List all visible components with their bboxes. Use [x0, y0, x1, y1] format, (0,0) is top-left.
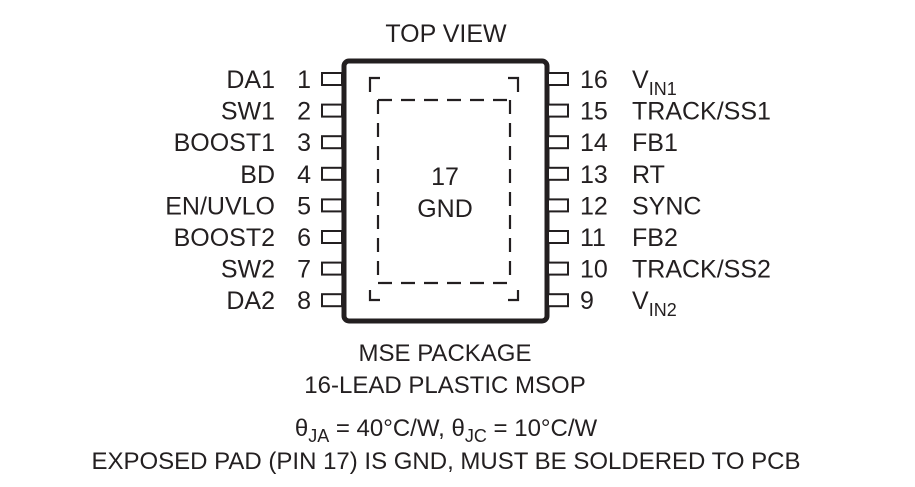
theta-ja-symbol: θ [295, 415, 308, 442]
pin-14-lead [547, 135, 569, 150]
theta-jc-subscript: JC [465, 426, 487, 446]
pin-8-number: 8 [297, 287, 311, 315]
pin-8: 8 DA2 [226, 287, 343, 315]
pin-13: 13 RT [547, 161, 665, 189]
pin-5-lead [321, 198, 343, 213]
pin-6-lead [321, 230, 343, 244]
pin-6: 6 BOOST2 [174, 224, 343, 252]
pin-1-lead [321, 72, 343, 86]
pin-4-lead [321, 166, 343, 181]
pin-3-lead [321, 135, 343, 150]
pin-11-number: 11 [580, 224, 606, 252]
exposed-pad-corners [368, 76, 520, 302]
right-pin-group: 16 VIN1 15 TRACK/SS1 14 FB1 13 RT 12 SYNC 11 FB2 10 T… [547, 66, 771, 320]
pin-2-number: 2 [297, 98, 311, 126]
pin-9-name: VIN2 [632, 287, 677, 320]
pin-16-lead [547, 72, 569, 86]
pin-5-number: 5 [297, 192, 311, 220]
pin-4-number: 4 [297, 161, 311, 189]
pin-15: 15 TRACK/SS1 [547, 98, 771, 126]
package-body [341, 58, 550, 324]
pin-1: 1 DA1 [226, 66, 343, 94]
pin-15-name: TRACK/SS1 [632, 98, 771, 126]
exposed-pad-number: 17 [431, 163, 459, 191]
pin-16-number: 16 [580, 66, 608, 94]
pin-13-lead [547, 166, 569, 181]
pin-5-name: EN/UVLO [165, 192, 275, 220]
pin-7: 7 SW2 [221, 256, 343, 284]
pin-9-lead [547, 293, 569, 308]
exposed-pad-note: EXPOSED PAD (PIN 17) IS GND, MUST BE SOL… [91, 448, 800, 475]
pin-12-name: SYNC [632, 192, 701, 220]
pin-7-lead [321, 261, 343, 276]
pin-9-number: 9 [580, 287, 594, 315]
pin-12: 12 SYNC [547, 192, 701, 220]
pin-1-number: 1 [297, 66, 311, 94]
pin-3-name: BOOST1 [174, 129, 275, 157]
package-description: 16-LEAD PLASTIC MSOP [304, 372, 585, 399]
pin-10-lead [547, 261, 569, 276]
package-name: MSE PACKAGE [359, 340, 532, 367]
pin-3-number: 3 [297, 129, 311, 157]
pin-11-lead [547, 230, 569, 244]
pin-7-name: SW2 [221, 256, 275, 284]
pin-1-name: DA1 [226, 66, 275, 94]
pin-2: 2 SW1 [221, 98, 343, 126]
pin-4-name: BD [240, 161, 275, 189]
pin-16-name-subscript: IN1 [649, 79, 677, 99]
pin-12-number: 12 [580, 192, 608, 220]
pin-13-number: 13 [580, 161, 608, 189]
pin-15-lead [547, 103, 569, 118]
pin-8-lead [321, 293, 343, 308]
pin-2-name: SW1 [221, 98, 275, 126]
pin-16-name: VIN1 [632, 66, 677, 99]
theta-jc-symbol: θ [452, 415, 465, 442]
pin-16: 16 VIN1 [547, 66, 677, 99]
exposed-pad-name: GND [417, 195, 473, 223]
pin-10-name: TRACK/SS2 [632, 256, 771, 284]
theta-jc-value: = 10°C/W [487, 415, 598, 442]
pin-6-name: BOOST2 [174, 224, 275, 252]
view-title: TOP VIEW [385, 20, 507, 48]
pin-8-name: DA2 [226, 287, 275, 315]
pin-6-number: 6 [297, 224, 311, 252]
pin-3: 3 BOOST1 [174, 129, 343, 157]
pin-2-lead [321, 103, 343, 118]
pin-14: 14 FB1 [547, 129, 678, 157]
pin-14-number: 14 [580, 129, 608, 157]
pin-7-number: 7 [297, 256, 311, 284]
pin-10-number: 10 [580, 256, 608, 284]
pin-12-lead [547, 198, 569, 213]
pin-9-name-subscript: IN2 [649, 300, 677, 320]
left-pin-group: 1 DA1 2 SW1 3 BOOST1 4 BD 5 EN/UVLO 6 BOOST2 7 SW2 8 DA… [165, 66, 343, 315]
thermal-resistance: θJA = 40°C/W, θJC = 10°C/W [295, 415, 598, 446]
exposed-pad-outline [376, 98, 512, 285]
pin-4: 4 BD [240, 161, 343, 189]
theta-ja-value: = 40°C/W, [329, 415, 451, 442]
pin-9: 9 VIN2 [547, 287, 677, 320]
pin-15-number: 15 [580, 98, 608, 126]
pin-11-name: FB2 [632, 224, 678, 252]
theta-ja-subscript: JA [308, 426, 329, 446]
pin-5: 5 EN/UVLO [165, 192, 343, 220]
pin-14-name: FB1 [632, 129, 678, 157]
pin-13-name: RT [632, 161, 665, 189]
pin-10: 10 TRACK/SS2 [547, 256, 771, 284]
pin-11: 11 FB2 [547, 224, 678, 252]
